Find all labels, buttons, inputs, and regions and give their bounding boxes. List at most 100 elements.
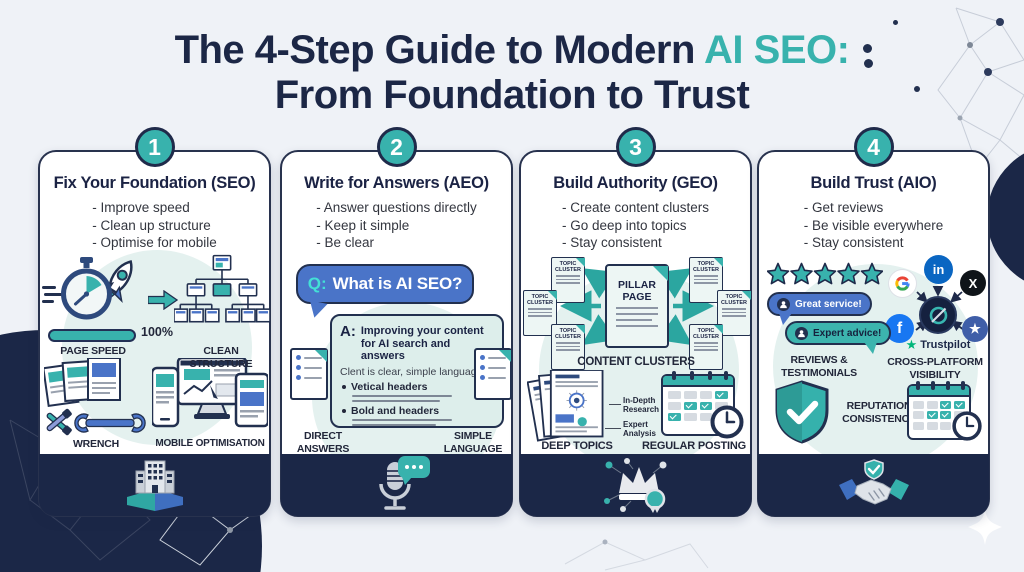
text-line — [352, 395, 452, 397]
site-structure-icon — [174, 254, 270, 323]
card-build-authority: 3 Build Authority (GEO) - Create content… — [519, 127, 752, 517]
direct-answers-label: DIRECT ANSWERS — [296, 430, 350, 455]
page-speed-value: 100% — [141, 325, 173, 339]
brand-hub-icon — [919, 296, 957, 334]
building-foundation-icon — [126, 460, 183, 511]
review-bubble-2: Expert advice! — [785, 321, 892, 354]
card-title: Write for Answers (AEO) — [304, 174, 489, 192]
trustpilot-label: Trustpilot — [920, 338, 971, 351]
topic-cluster-label: TOPIC CLUSTER — [555, 261, 581, 273]
topic-cluster-doc: TOPIC CLUSTER — [689, 324, 723, 370]
star-badge-icon: ★ — [962, 316, 988, 342]
answer-headline: Improving your content for AI search and… — [360, 325, 484, 362]
bullet: - Stay consistent — [803, 235, 904, 250]
step-number-badge: 1 — [134, 127, 175, 167]
question-prefix: Q: — [307, 274, 327, 293]
wrench-label: WRENCH — [72, 438, 120, 450]
decor-dot — [863, 44, 872, 53]
card-bullets: - Improve speed - Clean up structure - O… — [92, 199, 217, 252]
topic-cluster-doc: TOPIC CLUSTER — [523, 290, 557, 336]
topic-cluster-doc: TOPIC CLUSTER — [551, 324, 585, 370]
topic-cluster-label: TOPIC CLUSTER — [555, 328, 581, 340]
bullet: - Optimise for mobile — [92, 235, 217, 250]
chat-bubble-icon — [397, 456, 430, 485]
answer-prefix: A: — [340, 323, 356, 340]
clock-icon — [952, 411, 982, 441]
card-bullets: - Get reviews - Be visible everywhere - … — [804, 199, 944, 252]
bullet: - Answer questions directly — [316, 200, 477, 215]
bullet: - Be visible everywhere — [803, 217, 944, 233]
stopwatch-rocket-icon — [42, 257, 133, 320]
decor-dot — [914, 86, 920, 92]
annotation-line — [609, 404, 621, 405]
pillar-page-label: PILLAR PAGE — [618, 279, 656, 303]
review-bubble-1: Great service! — [767, 292, 872, 325]
platform-cluster: in X f ★ — [883, 254, 991, 352]
bullet: - Stay consistent — [561, 235, 662, 250]
page-speed-bar — [48, 329, 136, 342]
bullet: - Be clear — [316, 235, 374, 250]
constellation-bottom-center — [564, 539, 709, 571]
card-footer — [758, 454, 989, 516]
linkedin-icon: in — [924, 255, 953, 284]
avatar-icon — [795, 326, 808, 340]
answer-point: Bold and headers — [340, 405, 494, 417]
step-number-badge: 3 — [615, 127, 656, 167]
card-build-trust: 4 Build Trust (AIO) - Get reviews - Be v… — [757, 127, 993, 517]
simple-language-doc-icon — [474, 348, 512, 400]
pillar-page-doc: PILLAR PAGE — [605, 264, 669, 348]
card-title: Fix Your Foundation (SEO) — [53, 174, 256, 192]
card-footer — [281, 454, 512, 516]
page-speed-label: PAGE SPEED — [60, 345, 126, 357]
card-footer — [520, 454, 751, 516]
deep-topics-label: DEEP TOPICS — [541, 440, 613, 452]
in-depth-research-annotation: In-Depth Research — [623, 396, 660, 414]
title-highlight: AI SEO: — [704, 28, 850, 72]
right-arrow-icon — [148, 290, 178, 310]
text-line — [352, 399, 440, 402]
bullet: - Create content clusters — [561, 200, 710, 215]
page-title-line2: From Foundation to Trust — [274, 73, 750, 117]
reputation-consistency-label: REPUTATION CONSISTENCY — [842, 400, 916, 425]
five-stars-icon — [767, 262, 883, 285]
decor-dot — [893, 20, 898, 25]
avatar-icon — [777, 297, 790, 311]
card-write-for-answers: 2 Write for Answers (AEO) - Answer quest… — [280, 127, 513, 517]
review-text: Great service! — [795, 298, 862, 310]
step-number-badge: 4 — [853, 127, 894, 167]
trustpilot-row: ★ Trustpilot — [883, 338, 993, 351]
mobile-optimisation-label: MOBILE OPTIMISATION — [155, 438, 265, 449]
question-bubble: Q: What is AI SEO? — [296, 264, 474, 304]
simple-language-label: SIMPLE LANGUAGE — [443, 430, 503, 455]
direct-answers-doc-icon — [290, 348, 328, 400]
documents-tools-icon — [44, 358, 146, 436]
clean-structure-label: CLEAN STRUCTURE — [189, 345, 253, 370]
answer-point: Vetical headers — [340, 381, 494, 393]
card-bullets: - Answer questions directly - Keep it si… — [316, 199, 477, 252]
cross-platform-label: CROSS-PLATFORM VISIBILITY — [887, 356, 983, 381]
google-icon — [889, 270, 916, 297]
decor-dot — [864, 59, 873, 68]
crown-authority-icon — [603, 458, 666, 513]
content-clusters-label: CONTENT CLUSTERS — [577, 356, 695, 368]
topic-cluster-label: TOPIC CLUSTER — [527, 294, 553, 306]
card-title: Build Authority (GEO) — [553, 174, 718, 192]
step-number-badge: 2 — [376, 127, 417, 167]
x-icon: X — [960, 270, 986, 296]
clock-icon — [710, 405, 744, 439]
title-prefix: The 4-Step Guide to Modern — [174, 28, 705, 72]
devices-icon — [152, 358, 268, 428]
text-line — [352, 423, 436, 426]
page-title-line1: The 4-Step Guide to Modern AI SEO: — [0, 28, 1024, 73]
review-text: Expert advice! — [813, 327, 882, 339]
topic-cluster-label: TOPIC CLUSTER — [693, 261, 719, 273]
handshake-trust-icon — [838, 459, 909, 505]
text-line — [352, 419, 452, 421]
sparkle-icon — [968, 509, 1002, 545]
reviews-testimonials-label: REVIEWS & TESTIMONIALS — [781, 354, 857, 379]
bullet: - Get reviews — [803, 200, 884, 215]
regular-posting-label: REGULAR POSTING — [642, 440, 746, 452]
card-footer — [39, 454, 270, 516]
card-bullets: - Create content clusters - Go deep into… — [562, 199, 709, 252]
